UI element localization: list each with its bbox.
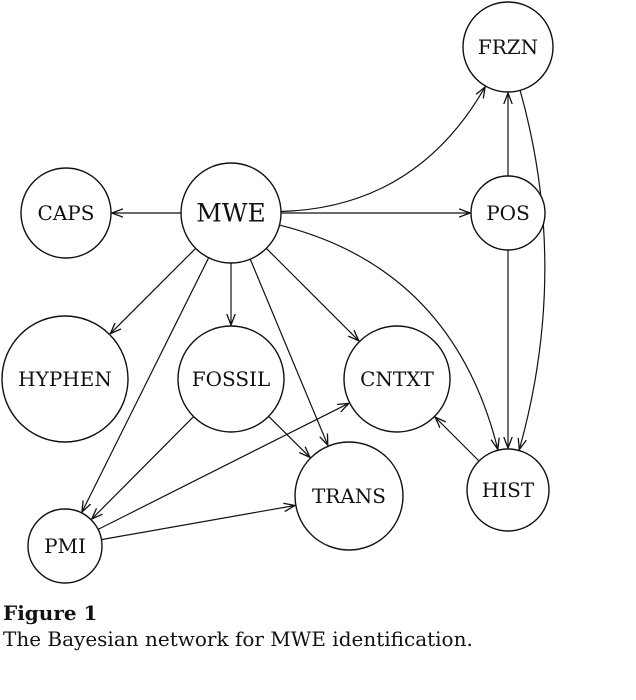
edge-pmi-to-trans [101, 506, 294, 541]
edge-pmi-to-cntxt [97, 403, 349, 530]
node-label-caps: CAPS [38, 201, 95, 225]
node-label-hyphen: HYPHEN [18, 367, 112, 391]
edge-mwe-to-pmi [82, 257, 210, 512]
edge-fossil-to-pmi [92, 416, 195, 519]
bayesian-network-diagram: MWE FRZN CAPS POS HYPHEN FOSSIL CNTXT TRANS HIST… [1, 1, 554, 584]
node-trans: TRANS [294, 441, 404, 551]
node-label-pos: POS [486, 201, 530, 225]
edges-layer [82, 87, 546, 541]
node-circle-frzn [462, 1, 554, 93]
node-circle-hist [466, 448, 550, 532]
edge-fossil-to-trans [268, 415, 310, 457]
node-circle-fossil [177, 325, 285, 433]
node-pmi: PMI [27, 508, 103, 584]
node-label-hist: HIST [482, 478, 535, 502]
figure-label: Figure 1 [3, 601, 98, 625]
edge-mwe-to-hist [279, 224, 498, 449]
node-circle-pos [470, 175, 546, 251]
node-circle-trans [294, 441, 404, 551]
node-fossil: FOSSIL [177, 325, 285, 433]
node-circle-caps [20, 167, 112, 259]
edge-mwe-to-frzn [280, 87, 485, 213]
edge-frzn-to-hist [519, 90, 546, 449]
node-hist: HIST [466, 448, 550, 532]
node-frzn: FRZN [462, 1, 554, 93]
node-cntxt: CNTXT [343, 325, 451, 433]
node-circle-cntxt [343, 325, 451, 433]
node-pos: POS [470, 175, 546, 251]
figure-caption: Figure 1 The Bayesian network for MWE id… [3, 600, 633, 652]
node-label-fossil: FOSSIL [192, 367, 271, 391]
node-label-pmi: PMI [44, 534, 86, 558]
edge-mwe-to-cntxt [265, 247, 358, 340]
node-circle-mwe [180, 162, 282, 264]
node-label-cntxt: CNTXT [360, 367, 434, 391]
node-mwe: MWE [180, 162, 282, 264]
figure-caption-text: The Bayesian network for MWE identificat… [3, 627, 473, 651]
node-circle-pmi [27, 508, 103, 584]
node-label-mwe: MWE [196, 199, 266, 228]
edge-mwe-to-hyphen [110, 247, 197, 333]
node-label-frzn: FRZN [478, 35, 538, 59]
node-hyphen: HYPHEN [1, 315, 129, 443]
node-circle-hyphen [1, 315, 129, 443]
edge-hist-to-cntxt [435, 417, 480, 462]
nodes-layer: MWE FRZN CAPS POS HYPHEN FOSSIL CNTXT TRANS HIST… [1, 1, 554, 584]
node-label-trans: TRANS [312, 484, 386, 508]
node-caps: CAPS [20, 167, 112, 259]
edge-mwe-to-trans [249, 258, 328, 445]
